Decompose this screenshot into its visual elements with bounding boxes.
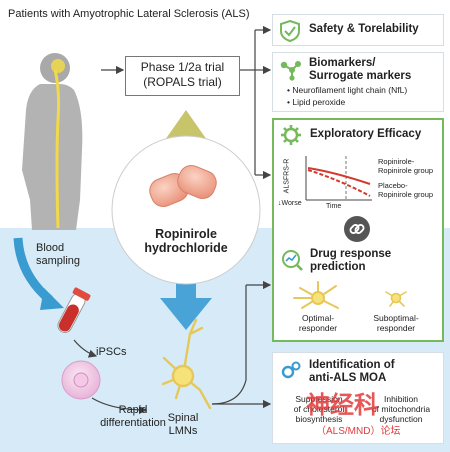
- molecule-icon: [280, 61, 301, 81]
- biomarker-item: • Neurofilament light chain (NfL): [287, 85, 408, 95]
- tube-to-ipsc-arrow: [73, 339, 98, 358]
- efficacy-ylabel: ALSFRS-R: [283, 158, 291, 194]
- suboptimal-neuron-icon: [385, 291, 407, 307]
- trial-title: Phase 1/2a trial: [140, 60, 225, 74]
- patients-label: Patients with Amyotrophic Lateral Sclero…: [8, 8, 250, 20]
- responder-neurons: [293, 281, 407, 309]
- efficacy-panel: Exploratory Efficacy ALSFRS-R ↓Worse Tim…: [274, 120, 442, 220]
- lmn-neuron-icon: [161, 318, 212, 410]
- efficacy-title: Exploratory Efficacy: [310, 128, 422, 140]
- blue-down-arrow: [160, 272, 212, 330]
- suboptimal-responder-label: Suboptimal-responder: [373, 313, 419, 333]
- patient-silhouette: [22, 53, 83, 230]
- optimal-neuron-icon: [293, 281, 339, 309]
- drug-circle: [111, 135, 261, 285]
- placebo-line: [307, 169, 371, 197]
- trial-subtitle: (ROPALS trial): [143, 75, 222, 89]
- ipsc-to-lmn-arrow: [91, 397, 148, 415]
- trial-box: Phase 1/2a trial (ROPALS trial): [125, 56, 240, 96]
- trend-magnifier-icon: [282, 250, 303, 271]
- efficacy-xlabel: Time: [326, 203, 342, 210]
- biomarkers-box: Biomarkers/Surrogate markers • Neurofila…: [272, 52, 444, 112]
- legend-placebo: Placebo-Ropinirole group: [378, 181, 434, 199]
- gear-icon: [281, 125, 301, 145]
- legend-ropinirole: Ropinirole-Ropinirole group: [378, 157, 434, 175]
- link-icon: [344, 216, 370, 242]
- ipsc-cell-icon: [61, 360, 101, 400]
- safety-title: Safety & Torelability: [309, 23, 419, 35]
- blood-arrow-head: [40, 288, 64, 310]
- ipscs-label: iPSCs: [96, 346, 127, 358]
- efficacy-mini-chart: [305, 156, 372, 201]
- shield-check-icon: [280, 20, 300, 42]
- watermark-title: 神经科: [306, 392, 378, 419]
- safety-box: Safety & Torelability: [272, 14, 444, 46]
- efficacy-worse-label: ↓Worse: [278, 200, 302, 207]
- pill-icon: [149, 165, 217, 207]
- test-tube-icon: [57, 287, 91, 333]
- biomarkers-title: Biomarkers/Surrogate markers: [309, 57, 412, 83]
- optimal-responder-label: Optimal-responder: [298, 313, 338, 333]
- gears-icon: [281, 361, 301, 379]
- ropinirole-line: [307, 167, 371, 185]
- watermark-subtitle: （ALS/MND）论坛: [316, 426, 401, 437]
- biomarker-item: • Lipid peroxide: [287, 97, 346, 107]
